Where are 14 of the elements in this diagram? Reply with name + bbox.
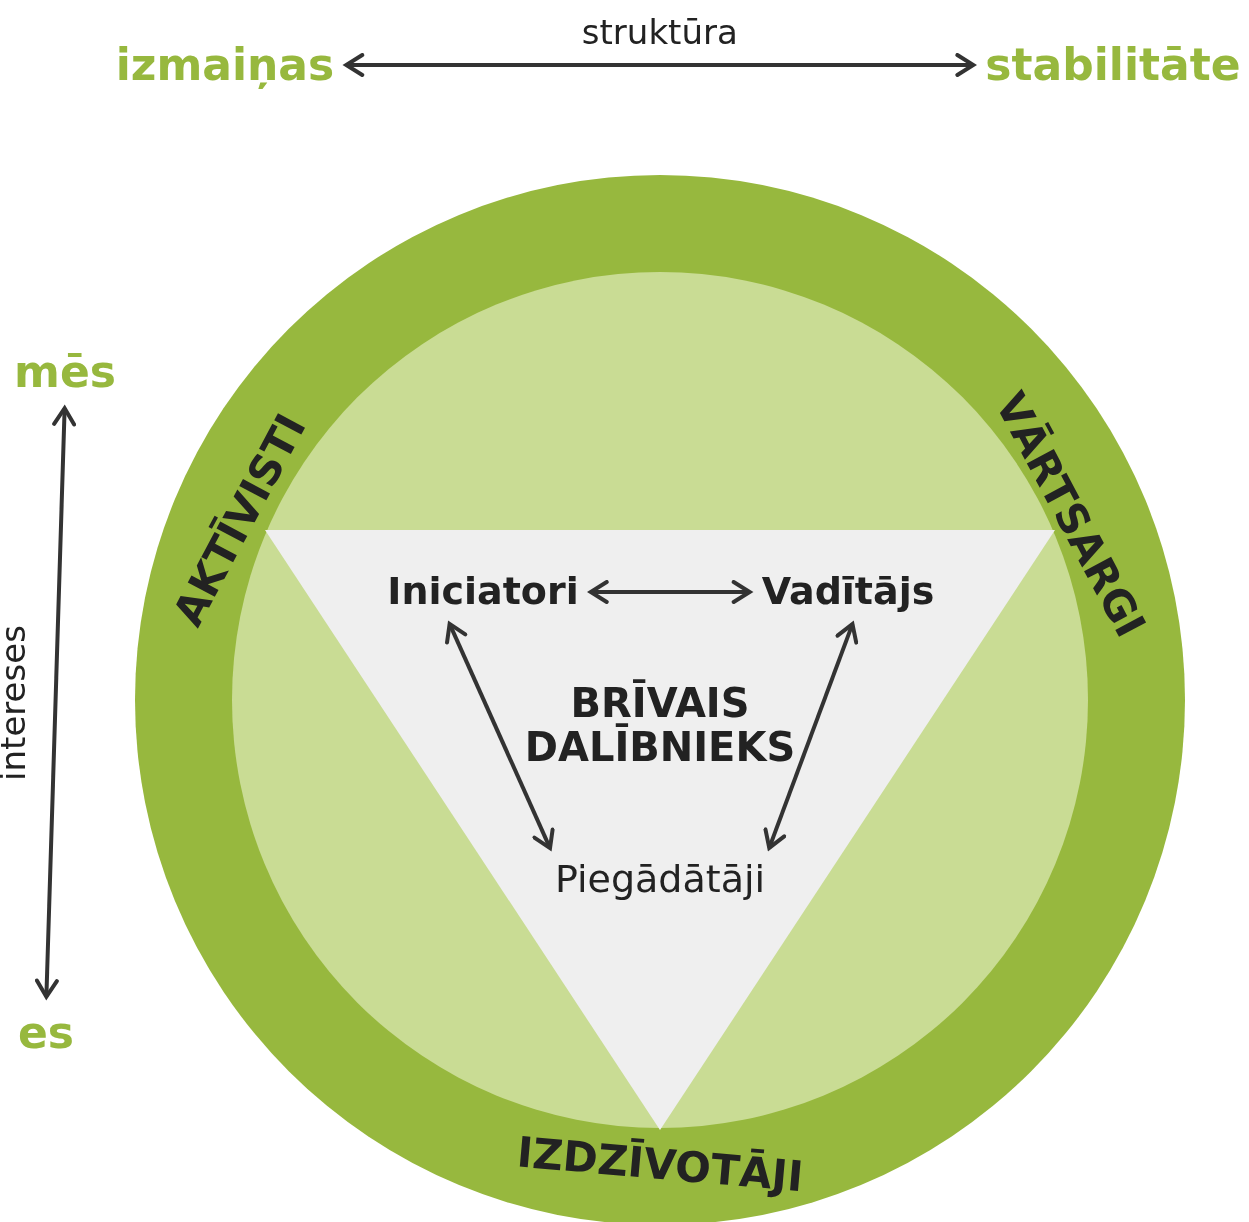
role-label: BRĪVAIS DALĪBNIEKS (490, 681, 830, 769)
double-arrow (344, 53, 976, 77)
double-arrow (34, 406, 77, 999)
ring-label: IZDZĪVOTĀJI (515, 1129, 805, 1201)
role-label: Piegādātāji (554, 859, 766, 901)
axis-end-label: es (18, 1008, 74, 1058)
axis-end-label: mēs (14, 347, 116, 397)
double-arrow (763, 622, 859, 850)
double-arrow (445, 621, 555, 851)
role-label: Iniciatori (387, 571, 579, 613)
axis-end-label: izmaiņas (115, 40, 335, 90)
role-label: Vadītājs (761, 571, 935, 613)
double-arrow (588, 580, 752, 604)
axis-end-label: stabilitāte (985, 40, 1241, 90)
